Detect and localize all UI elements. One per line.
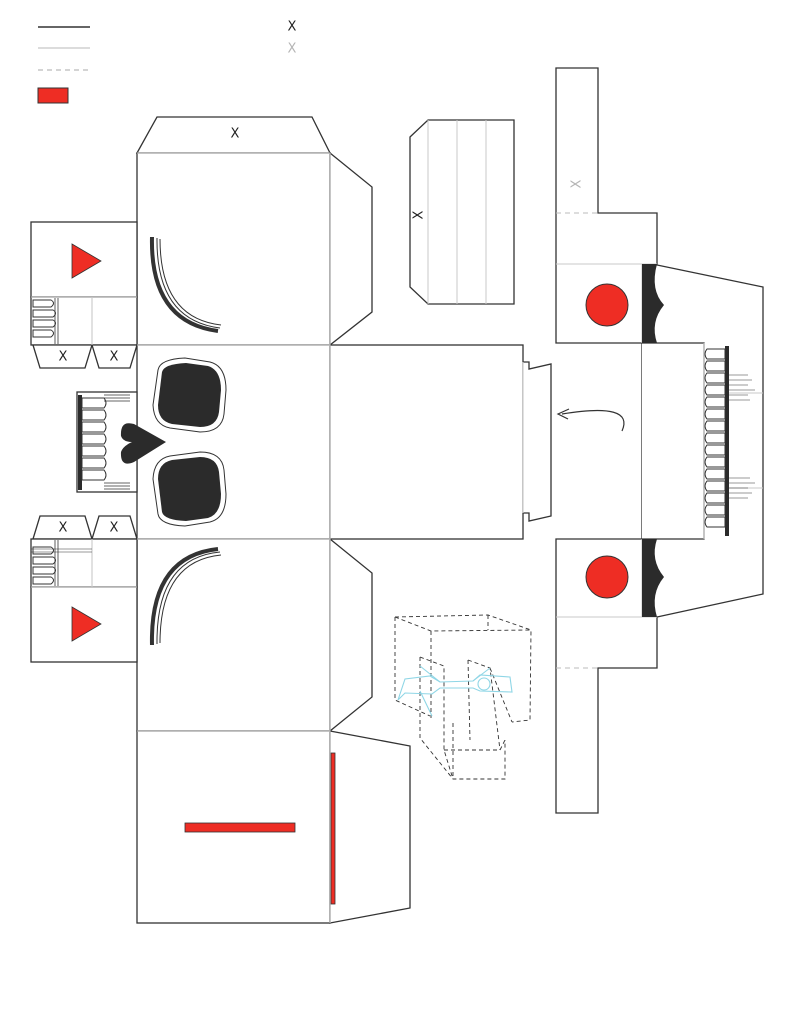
left-upper-tab-b	[91, 344, 138, 369]
cut-mark-left-tab: X	[110, 350, 119, 365]
red-circle-marker	[585, 283, 629, 327]
roof-piece	[409, 119, 515, 305]
right-eye-outline	[152, 451, 227, 527]
jaw-center	[642, 342, 705, 540]
bottom-right-flap	[329, 537, 373, 733]
arrow-triangle-icon	[71, 243, 102, 279]
left-eye	[158, 363, 221, 427]
legend-red-swatch	[37, 87, 69, 104]
back-tab	[523, 361, 552, 522]
cut-mark-left-tab: X	[110, 521, 119, 536]
chin-right-flap	[329, 730, 411, 924]
curved-arrow-icon	[556, 408, 625, 432]
cut-marks: X X X X X X X	[59, 127, 585, 536]
back-panel	[329, 344, 524, 540]
jaw-hinge-shape	[642, 264, 664, 343]
left-eye-outline	[152, 357, 227, 433]
chin-red-bar	[184, 822, 296, 833]
left-jaw-teeth	[78, 394, 130, 490]
nose-heart-icon	[120, 423, 166, 464]
legend-cut-mark: X	[288, 20, 297, 35]
right-jaw-teeth	[704, 346, 755, 536]
left-lower-panel	[30, 586, 138, 663]
jaw-hinge-shape	[642, 539, 664, 617]
cut-mark-roof: X	[412, 210, 427, 219]
jaw-piece	[555, 67, 764, 814]
cut-mark-left-tab: X	[59, 350, 68, 365]
top-panel	[136, 152, 331, 346]
brow-curves	[149, 236, 222, 646]
arrow-triangle-icon	[71, 606, 102, 642]
red-circle-marker	[585, 555, 629, 599]
cut-mark-top-flap: X	[231, 127, 240, 142]
skull-face	[120, 357, 227, 527]
left-upper-panel	[30, 221, 138, 298]
bottom-panel	[136, 538, 331, 732]
left-upper-tab-a	[32, 344, 93, 369]
head-net-folds	[31, 152, 524, 923]
legend: X X	[37, 20, 297, 104]
left-lower-teeth	[31, 540, 92, 586]
right-eye	[158, 457, 221, 521]
legend-fold-mark: X	[288, 42, 297, 57]
chin-flap-red-bar	[330, 752, 336, 905]
fold-mark-jaw: X	[570, 179, 585, 188]
assembly-preview	[394, 614, 532, 780]
left-upper-teeth	[32, 298, 59, 344]
top-right-flap	[329, 151, 373, 347]
cut-mark-left-tab: X	[59, 521, 68, 536]
